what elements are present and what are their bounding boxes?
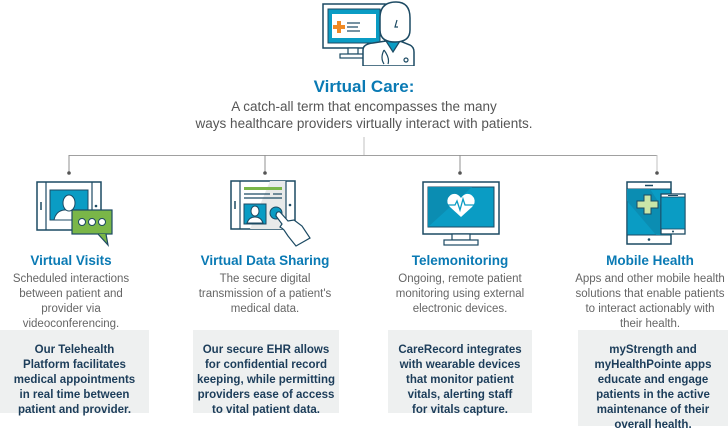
category-description: The secure digital transmission of a pat… — [190, 272, 340, 317]
description-line: monitoring using external — [395, 288, 525, 300]
highlight-line: to vital patient data. — [212, 404, 320, 416]
description-line: between patient and — [19, 288, 123, 300]
subtitle-line: ways healthcare providers virtually inte… — [195, 116, 533, 131]
description-line: transmission of a patient's — [198, 288, 332, 300]
node-dot — [458, 171, 462, 175]
description-line: to interact actionably with — [585, 303, 715, 315]
category-description: Ongoing, remote patient monitoring using… — [385, 272, 535, 317]
highlight-line: medical appointments — [13, 374, 136, 386]
description-line: provider via — [41, 303, 101, 315]
highlight-line: myHealthPointe apps — [594, 359, 712, 371]
description-line: Ongoing, remote patient — [398, 273, 522, 285]
category-title-telemonitoring: Telemonitoring — [411, 253, 509, 268]
highlight-line: in real time between — [19, 389, 130, 401]
highlight-line: myStrength and — [609, 344, 697, 356]
highlight-text: Our Telehealth Platform facilitates medi… — [14, 330, 135, 418]
highlight-line: for vitals capture. — [412, 404, 508, 416]
category-title-virtual-data-sharing: Virtual Data Sharing — [200, 253, 330, 268]
description-line: their health. — [619, 318, 681, 330]
highlight-line: providers ease of access — [197, 389, 335, 401]
description-line: medical data. — [230, 303, 300, 315]
category-title-mobile-health: Mobile Health — [606, 253, 694, 268]
node-dot — [67, 171, 71, 175]
node-dot — [655, 171, 659, 175]
description-line: Apps and other mobile health — [575, 273, 725, 285]
highlight-text: myStrength and myHealthPointe apps educa… — [595, 330, 712, 433]
description-line: videoconferencing. — [22, 318, 120, 330]
monitor-heartbeat-icon — [422, 181, 500, 246]
description-line: The secure digital — [219, 273, 311, 285]
video-chat-tablet-icon — [36, 181, 113, 247]
highlight-line: patients in the active — [596, 389, 710, 401]
highlight-line: maintenance of their — [596, 404, 710, 416]
page-title: Virtual Care: — [313, 77, 415, 96]
category-highlight-box: Our Telehealth Platform facilitates medi… — [0, 330, 149, 416]
connector-tree — [67, 137, 659, 175]
doctor-with-monitor-icon — [322, 1, 415, 66]
category-title-virtual-visits: Virtual Visits — [30, 253, 112, 268]
highlight-line: with wearable devices — [399, 359, 521, 371]
description-line: electronic devices. — [412, 303, 508, 315]
category-highlight-box: CareRecord integrates with wearable devi… — [388, 330, 532, 416]
category-description: Apps and other mobile health solutions t… — [572, 272, 728, 332]
highlight-line: Our Telehealth — [34, 344, 115, 356]
tablet-touch-record-icon — [230, 180, 311, 247]
highlight-line: educate and engage — [597, 374, 709, 386]
tablet-phone-cross-icon — [626, 181, 686, 245]
page-subtitle: A catch-all term that encompasses the ma… — [0, 98, 728, 132]
description-line: solutions that enable patients — [575, 288, 725, 300]
highlight-line: vitals, alerting staff — [407, 389, 513, 401]
node-dot — [263, 171, 267, 175]
highlight-line: that monitor patient — [406, 374, 514, 386]
highlight-line: overall health. — [614, 419, 692, 431]
category-description: Scheduled interactions between patient a… — [0, 272, 142, 332]
highlight-line: Platform facilitates — [23, 359, 126, 371]
description-line: Scheduled interactions — [12, 273, 130, 285]
highlight-line: Our secure EHR allows — [202, 344, 330, 356]
category-highlight-box: myStrength and myHealthPointe apps educa… — [578, 330, 728, 431]
highlight-line: keeping, while permitting — [196, 374, 336, 386]
highlight-line: for confidential record — [204, 359, 328, 371]
highlight-line: patient and provider. — [17, 404, 132, 416]
subtitle-line: A catch-all term that encompasses the ma… — [231, 99, 497, 114]
category-highlight-box: Our secure EHR allows for confidential r… — [193, 330, 339, 416]
highlight-text: CareRecord integrates with wearable devi… — [398, 330, 521, 418]
highlight-text: Our secure EHR allows for confidential r… — [197, 330, 335, 418]
highlight-line: CareRecord integrates — [398, 344, 522, 356]
